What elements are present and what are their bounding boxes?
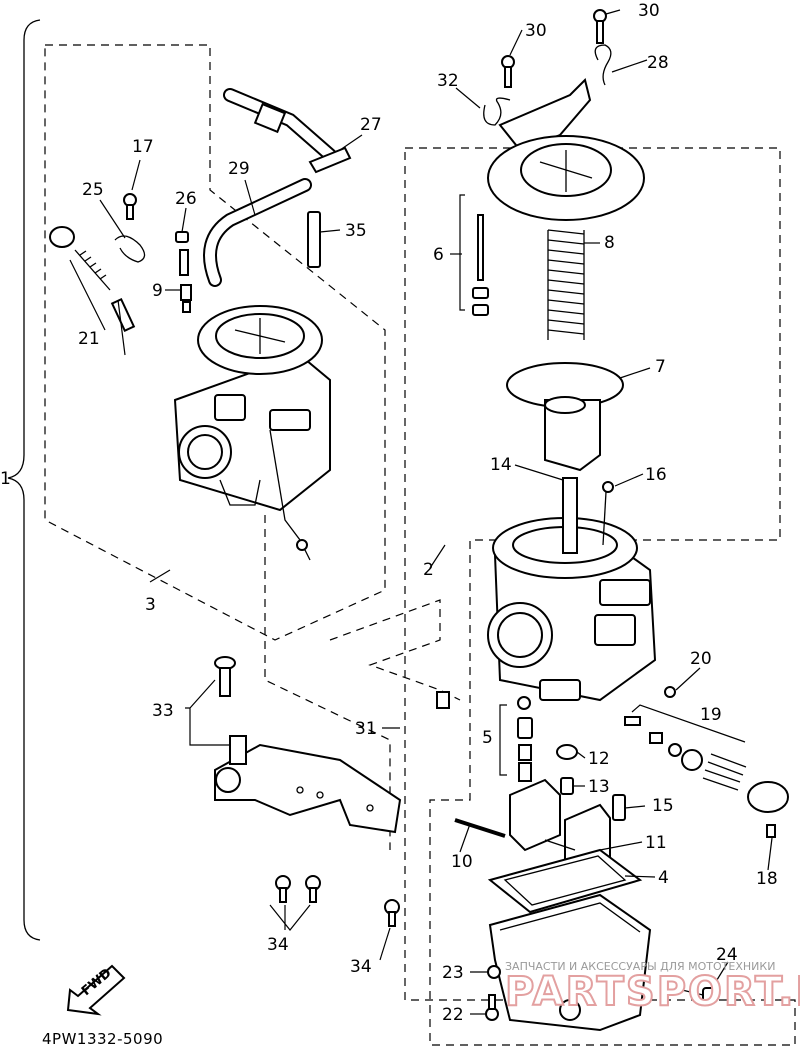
- callout-20: 20: [690, 649, 712, 669]
- cap-26: [175, 231, 189, 243]
- screw-22: [485, 994, 499, 1021]
- screw-16: [602, 481, 614, 546]
- throttle-stop-19: [624, 704, 789, 813]
- callout-17: 17: [132, 137, 154, 157]
- drain-screw-24: [681, 987, 718, 1003]
- callout-3: 3: [145, 595, 156, 615]
- callout-28: 28: [647, 53, 669, 73]
- screw-17: [123, 193, 137, 220]
- callout-24: 24: [716, 945, 738, 965]
- pilot-screw-9: [179, 249, 192, 313]
- callout-27: 27: [360, 115, 382, 135]
- callout-2: 2: [423, 560, 434, 580]
- callout-32: 32: [437, 71, 459, 91]
- screw-30-upper: [593, 9, 607, 44]
- assembly-2-outline: [404, 147, 796, 1046]
- jet-15: [612, 794, 626, 821]
- screw-18: [766, 824, 776, 838]
- t-pipe-27: [223, 88, 352, 174]
- callout-18: 18: [756, 869, 778, 889]
- callout-25: 25: [82, 180, 104, 200]
- watermark-line1: ЗАПЧАСТИ И АКСЕССУАРЫ ДЛЯ МОТОТЕХНИКИ: [505, 960, 775, 973]
- callout-13: 13: [588, 777, 610, 797]
- assembly-brace: [7, 19, 41, 941]
- clip-32: [483, 97, 511, 126]
- gasket-4: [487, 848, 643, 914]
- callout-15: 15: [652, 796, 674, 816]
- callout-34-pair: 34: [267, 935, 289, 955]
- callout-10: 10: [451, 852, 473, 872]
- callout-11: 11: [645, 833, 667, 853]
- screw-34-pair: [269, 875, 321, 931]
- screw-20: [664, 686, 676, 698]
- callout-34-single: 34: [350, 957, 372, 977]
- hose-29: [203, 178, 312, 287]
- clip-25: [114, 235, 146, 263]
- float-chamber: [488, 893, 652, 1032]
- callout-23: 23: [442, 963, 464, 983]
- callout-21: 21: [78, 329, 100, 349]
- diagram-code: 4PW1332-5090: [42, 1030, 163, 1048]
- throttle-bracket: [214, 743, 402, 834]
- callout-1: 1: [0, 469, 11, 489]
- top-cover-bracket: [487, 78, 645, 221]
- callout-9: 9: [152, 281, 163, 301]
- adjust-screw-33: [185, 656, 247, 765]
- fwd-arrow-icon: FWD: [66, 964, 126, 1016]
- callout-33: 33: [152, 701, 174, 721]
- left-carburetor-body: [173, 305, 331, 512]
- callout-5: 5: [482, 728, 493, 748]
- callout-7: 7: [655, 357, 666, 377]
- callout-14: 14: [490, 455, 512, 475]
- callout-6: 6: [433, 245, 444, 265]
- assembly-3-outline: [44, 44, 386, 641]
- callout-4: 4: [658, 868, 669, 888]
- callout-26: 26: [175, 189, 197, 209]
- tube-35: [307, 211, 321, 268]
- callout-35: 35: [345, 221, 367, 241]
- callout-19: 19: [700, 705, 722, 725]
- connecting-link: [329, 599, 461, 701]
- washer-12: [556, 744, 578, 760]
- pin-10: [454, 818, 506, 838]
- jet-needle-6: [459, 194, 489, 316]
- spring-8: [547, 229, 585, 340]
- callout-30-lower: 30: [525, 21, 547, 41]
- needle-jet-14: [562, 477, 578, 554]
- callout-16: 16: [645, 465, 667, 485]
- starter-plunger-21: [49, 226, 136, 356]
- diaphragm-piston-7: [506, 362, 624, 472]
- watermark-line2: PARTSPORT.RU: [505, 969, 800, 1015]
- callout-8: 8: [604, 233, 615, 253]
- spring-link-31: [436, 691, 450, 709]
- leader-lines: [99, 9, 773, 1015]
- screw-30-lower: [501, 55, 515, 88]
- callout-22: 22: [442, 1005, 464, 1025]
- callout-12: 12: [588, 749, 610, 769]
- o-ring-23: [487, 965, 501, 979]
- spring-28: [594, 44, 612, 86]
- callout-30-upper: 30: [638, 1, 660, 21]
- screw-34-single: [384, 899, 400, 927]
- callout-29: 29: [228, 159, 250, 179]
- callout-31: 31: [355, 719, 377, 739]
- screw-13: [560, 777, 574, 795]
- choke-lever: [269, 429, 311, 561]
- jet-set-5: [499, 696, 533, 782]
